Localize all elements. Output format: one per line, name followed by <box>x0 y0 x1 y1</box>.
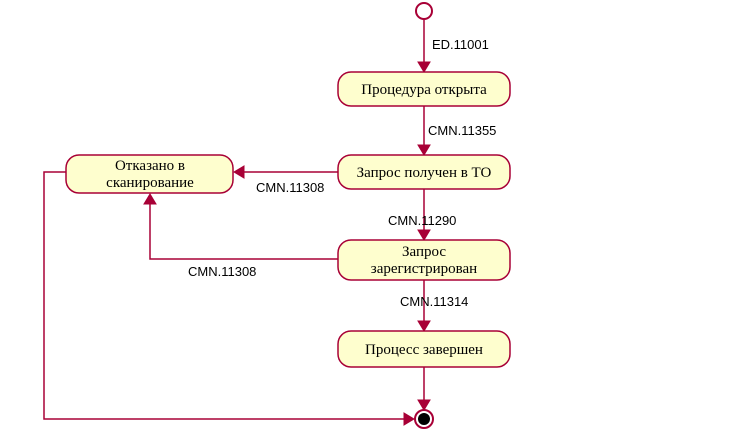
state-registered-label-line1: Запрос <box>402 244 446 260</box>
state-registered-label-line2: зарегистрирован <box>371 261 477 277</box>
state-opened: Процедура открыта <box>337 71 511 107</box>
state-opened-label: Процедура открыта <box>361 82 487 98</box>
state-completed: Процесс завершен <box>337 330 511 368</box>
edge-label-opened-to-received: CMN.11355 <box>428 123 496 138</box>
arrowhead-completed-to-end <box>417 399 431 411</box>
state-rejected-label-line2: сканирование <box>106 175 194 191</box>
edge-label-start-to-opened: ED.11001 <box>432 37 489 52</box>
arrowhead-received-to-registered <box>417 229 431 241</box>
edge-label-received-to-registered: CMN.11290 <box>388 213 456 228</box>
state-completed-label: Процесс завершен <box>365 342 483 358</box>
arrowhead-registered-to-completed <box>417 320 431 332</box>
edge-rejected-to-end <box>43 171 404 420</box>
arrowhead-rejected-to-end <box>403 412 415 426</box>
state-received-label: Запрос получен в ТО <box>357 165 492 181</box>
arrowhead-start-to-opened <box>417 61 431 73</box>
state-rejected: Отказано в сканирование <box>65 154 234 194</box>
arrowhead-registered-to-rejected <box>143 193 157 205</box>
state-registered: Запрос зарегистрирован <box>337 239 511 281</box>
state-received: Запрос получен в ТО <box>337 154 511 190</box>
arrowhead-received-to-rejected <box>233 165 245 179</box>
start-node <box>415 2 433 20</box>
edge-label-registered-to-rejected: CMN.11308 <box>188 264 256 279</box>
state-rejected-label-line1: Отказано в <box>115 158 185 174</box>
edge-label-registered-to-completed: CMN.11314 <box>400 294 468 309</box>
edge-registered-to-rejected <box>149 204 338 260</box>
arrowhead-opened-to-received <box>417 144 431 156</box>
edge-label-received-to-rejected: CMN.11308 <box>256 180 324 195</box>
end-node <box>414 409 434 429</box>
